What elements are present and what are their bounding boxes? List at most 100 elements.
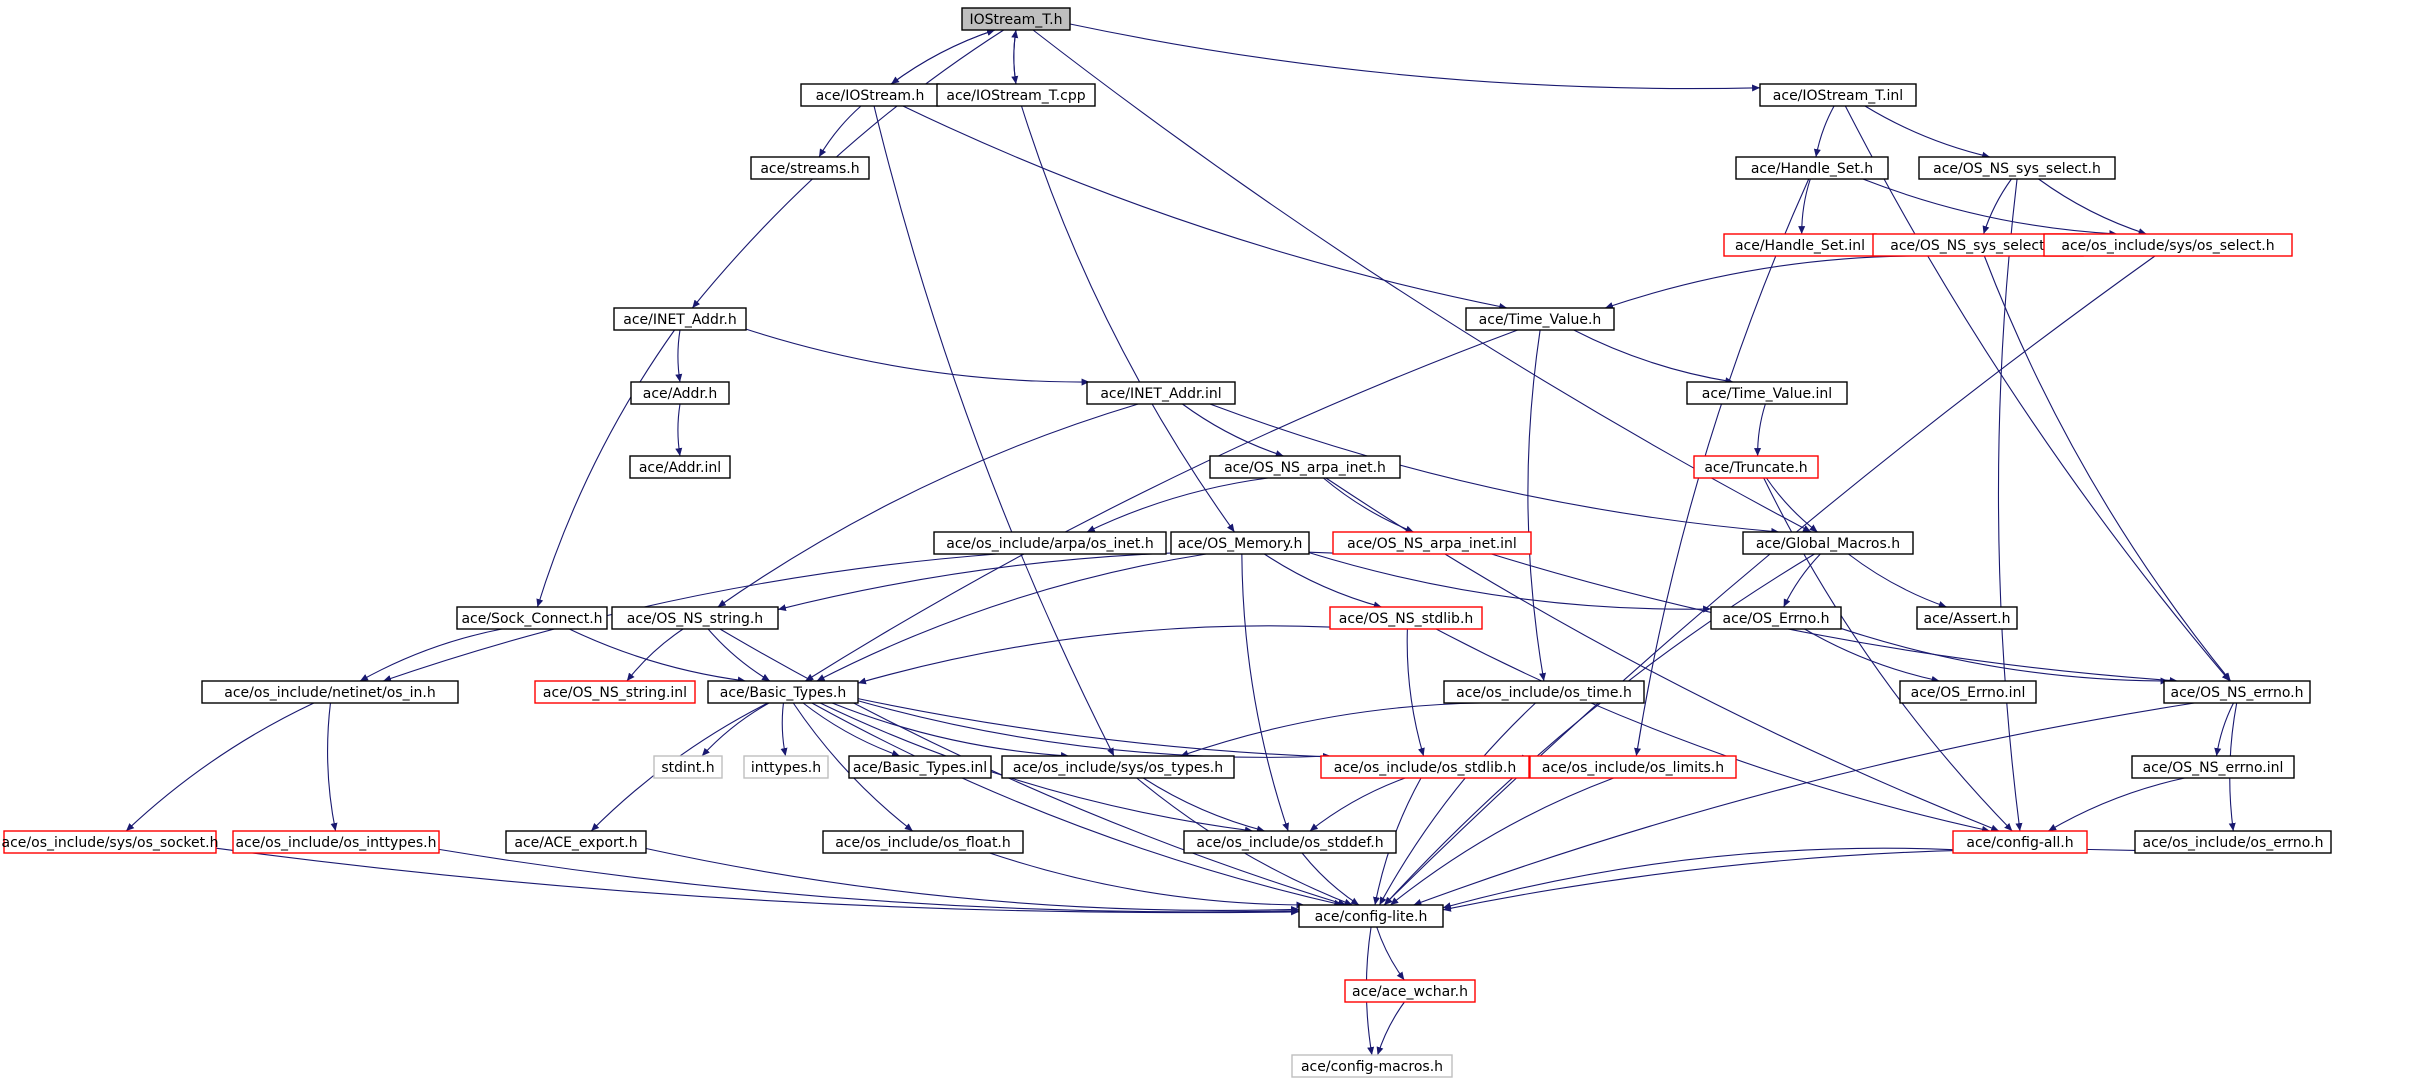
edge-os_include_sys_os_types-to-os_include_os_stddef [1142,777,1265,833]
node-box [534,680,696,704]
edge-truncate-to-config_all [1763,477,2013,832]
node-global-macros[interactable]: ace/Global_Macros.h [1742,531,1914,555]
node-iostream-t-cpp[interactable]: ace/IOStream_T.cpp [936,83,1096,107]
node-label: ace/os_include/os_limits.h [1542,760,1724,776]
node-os-ns-arpa-inet-inl[interactable]: ace/OS_NS_arpa_inet.inl [1332,531,1532,555]
node-box [1686,381,1848,405]
node-os-ns-stdlib[interactable]: ace/OS_NS_stdlib.h [1329,606,1483,630]
node-os-ns-sys-select-inl[interactable]: ace/OS_NS_sys_select.inl [1872,233,2084,257]
node-ace-wchar[interactable]: ace/ace_wchar.h [1344,979,1476,1003]
node-box [630,381,730,405]
edge-os_errno-to-os_ns_errno [1840,627,2169,685]
node-os-ns-string-inl[interactable]: ace/OS_NS_string.inl [534,680,696,704]
node-time-value[interactable]: ace/Time_Value.h [1465,307,1615,331]
node-os-ns-errno-inl[interactable]: ace/OS_NS_errno.inl [2131,755,2295,779]
edge-global_macros-to-config_lite [1384,553,1815,906]
node-root[interactable]: IOStream_T.h [961,7,1071,31]
edge-os_ns_arpa_inet_inl-to-os_ns_string [777,550,1334,612]
node-assert[interactable]: ace/Assert.h [1916,606,2018,630]
node-label: ace/OS_NS_sys_select.h [1933,161,2101,177]
edge-time_value_inl-to-truncate [1754,403,1766,457]
edge-iostream_t_inl-to-os_ns_sys_select [1864,105,1991,159]
node-iostream-t-inl[interactable]: ace/IOStream_T.inl [1759,83,1917,107]
edge-iostream_t_inl-to-os_ns_errno [1844,105,2231,682]
node-label: ace/Sock_Connect.h [461,611,602,627]
node-os-include-arpa-os-inet[interactable]: ace/os_include/arpa/os_inet.h [933,531,1167,555]
node-label: stdint.h [661,760,714,776]
node-os-include-os-stdlib[interactable]: ace/os_include/os_stdlib.h [1320,755,1530,779]
node-inet-addr-inl[interactable]: ace/INET_Addr.inl [1086,381,1236,405]
node-label: ace/Time_Value.inl [1702,386,1832,402]
node-os-include-os-errno[interactable]: ace/os_include/os_errno.h [2134,830,2332,854]
node-label: ace/OS_Memory.h [1178,536,1303,552]
node-inttypes: inttypes.h [743,755,829,779]
node-os-include-sys-os-socket[interactable]: ace/os_include/sys/os_socket.h [2,830,219,854]
edge-os_ns_stdlib-to-config_all [1435,628,1990,833]
node-label: ace/os_include/os_inttypes.h [236,835,437,851]
node-os-ns-arpa-inet[interactable]: ace/OS_NS_arpa_inet.h [1209,455,1401,479]
edge-os_include_netinet_os_in-to-os_include_sys_os_socket [125,702,315,832]
node-addr-inl[interactable]: ace/Addr.inl [629,455,731,479]
node-label: IOStream_T.h [969,12,1062,28]
node-box [613,307,747,331]
edge-os_include_os_stddef-to-config_lite [1301,852,1360,906]
node-os-memory[interactable]: ace/OS_Memory.h [1170,531,1310,555]
edge-os_ns_errno-to-os_ns_errno_inl [2214,702,2234,757]
node-streams[interactable]: ace/streams.h [750,156,870,180]
node-box [1329,606,1483,630]
node-label: ace/Basic_Types.h [720,685,846,701]
edge-os_include_sys_os_select-to-config_lite [1383,255,2156,906]
node-addr[interactable]: ace/Addr.h [630,381,730,405]
edge-basic_types-to-stdint [701,702,770,757]
edge-os_include_os_inttypes-to-config_lite [438,848,1300,915]
node-config-lite[interactable]: ace/config-lite.h [1298,904,1444,928]
edge-os_include_os_limits-to-config_lite [1389,777,1614,906]
node-os-ns-string[interactable]: ace/OS_NS_string.h [611,606,779,630]
node-box [1443,680,1645,704]
node-inet-addr[interactable]: ace/INET_Addr.h [613,307,747,331]
edge-config_lite-to-ace_wchar [1376,926,1405,981]
node-time-value-inl[interactable]: ace/Time_Value.inl [1686,381,1848,405]
node-os-include-os-stddef[interactable]: ace/os_include/os_stddef.h [1183,830,1397,854]
node-box [750,156,870,180]
node-box [611,606,779,630]
node-box [822,830,1024,854]
edge-inet_addr-to-addr [675,329,683,383]
node-sock-connect[interactable]: ace/Sock_Connect.h [456,606,608,630]
node-handle-set-inl[interactable]: ace/Handle_Set.inl [1723,233,1877,257]
node-config-all[interactable]: ace/config-all.h [1952,830,2088,854]
edge-basic_types-to-os_include_os_limits [857,698,1531,762]
edge-basic_types-to-basic_types_inl [802,702,901,757]
node-ace-export[interactable]: ace/ACE_export.h [505,830,647,854]
edge-os_ns_arpa_inet-to-os_ns_arpa_inet_inl [1323,477,1414,533]
node-os-ns-sys-select[interactable]: ace/OS_NS_sys_select.h [1918,156,2116,180]
node-os-errno[interactable]: ace/OS_Errno.h [1710,606,1842,630]
node-os-ns-errno[interactable]: ace/OS_NS_errno.h [2163,680,2311,704]
node-basic-types-inl[interactable]: ace/Basic_Types.inl [848,755,992,779]
node-os-include-os-inttypes[interactable]: ace/os_include/os_inttypes.h [232,830,440,854]
node-os-include-netinet-os-in[interactable]: ace/os_include/netinet/os_in.h [201,680,459,704]
node-box [1344,979,1476,1003]
node-os-include-os-limits[interactable]: ace/os_include/os_limits.h [1529,755,1737,779]
edge-os_include_netinet_os_in-to-os_include_os_inttypes [327,702,338,832]
edge-os_errno-to-os_errno_inl [1804,628,1940,683]
node-basic-types[interactable]: ace/Basic_Types.h [707,680,859,704]
edge-os_ns_sys_select_inl-to-os_ns_errno [1983,255,2232,682]
node-box [1693,455,1819,479]
edge-basic_types-to-os_include_os_stddef [819,702,1253,834]
node-handle-set[interactable]: ace/Handle_Set.h [1735,156,1889,180]
node-label: ace/os_include/os_errno.h [2143,835,2324,851]
node-os-errno-inl[interactable]: ace/OS_Errno.inl [1899,680,2037,704]
node-truncate[interactable]: ace/Truncate.h [1693,455,1819,479]
node-iostream[interactable]: ace/IOStream.h [800,83,940,107]
node-os-include-sys-os-types[interactable]: ace/os_include/sys/os_types.h [1001,755,1235,779]
node-os-include-sys-os-select[interactable]: ace/os_include/sys/os_select.h [2043,233,2293,257]
node-os-include-os-float[interactable]: ace/os_include/os_float.h [822,830,1024,854]
node-box [653,755,723,779]
node-label: ace/Addr.h [643,386,718,402]
node-box [232,830,440,854]
node-os-include-os-time[interactable]: ace/os_include/os_time.h [1443,680,1645,704]
edge-iostream_t_inl-to-handle_set [1813,105,1835,158]
node-box [1183,830,1397,854]
